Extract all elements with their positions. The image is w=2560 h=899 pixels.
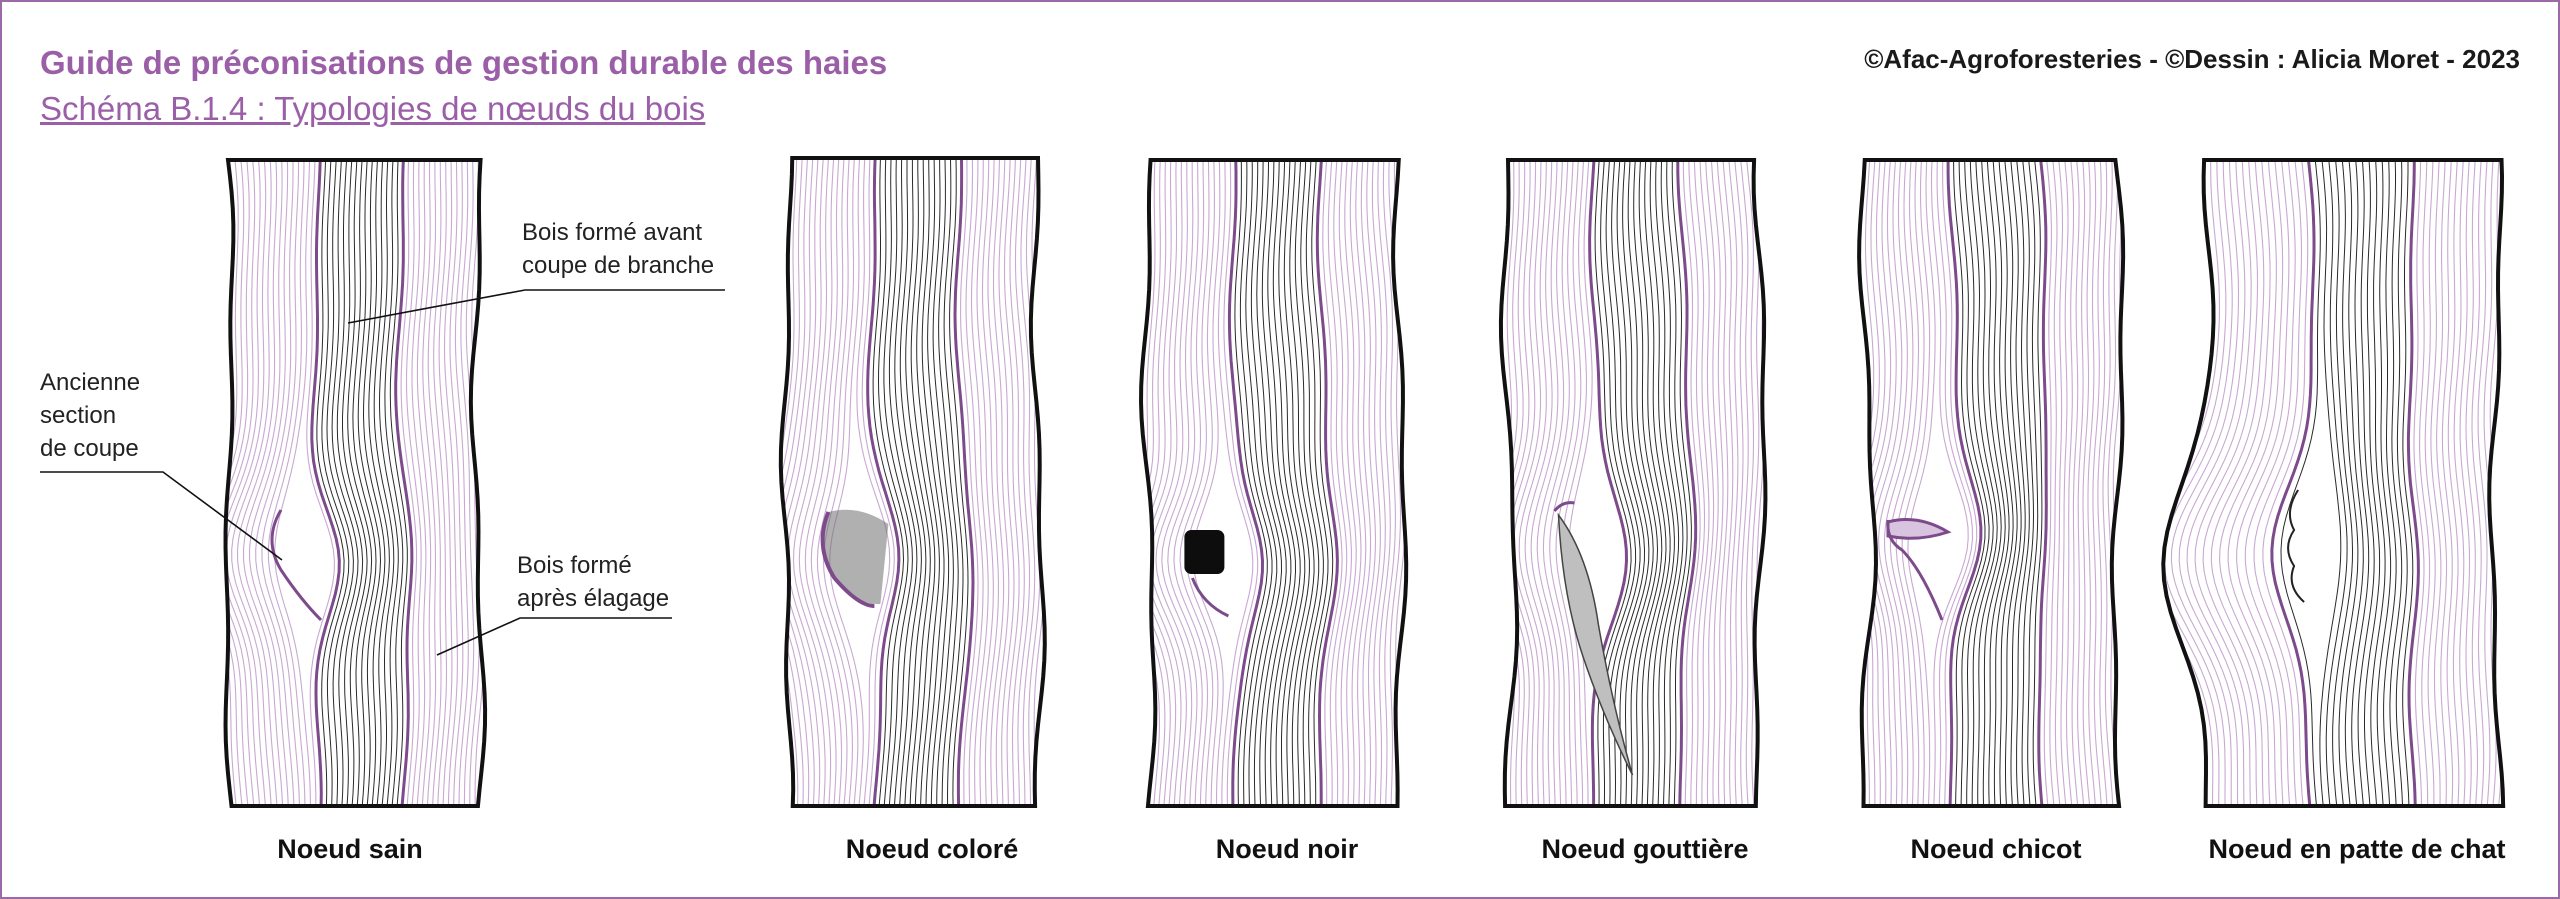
label-noeud-patte-de-chat: Noeud en patte de chat xyxy=(2208,834,2506,864)
page-subtitle: Schéma B.1.4 : Typologies de nœuds du bo… xyxy=(40,90,706,127)
plank-sain xyxy=(223,158,488,808)
label-noeud-noir: Noeud noir xyxy=(1215,834,1359,864)
plank-chicot xyxy=(1857,158,2126,808)
plank-colore xyxy=(778,156,1047,808)
callout-after-pruning-line-1: Bois formé xyxy=(517,552,632,579)
callout-after-pruning-line-2: après élagage xyxy=(517,585,670,612)
leader-old-cut xyxy=(40,471,283,561)
callout-before-cut-line-2: coupe de branche xyxy=(522,252,715,279)
plank-gouttiere xyxy=(1498,158,1768,808)
page-title: Guide de préconisations de gestion durab… xyxy=(40,44,888,81)
label-noeud-chicot: Noeud chicot xyxy=(1910,834,2082,864)
leader-before-cut xyxy=(347,289,725,324)
callout-before-cut-line-1: Bois formé avant xyxy=(522,219,703,246)
credit-line: ©Afac-Agroforesteries - ©Dessin : Alicia… xyxy=(1864,44,2520,74)
callout-after-pruning: Bois formé après élagage xyxy=(517,549,669,615)
leader-after-pruning xyxy=(436,617,672,656)
label-noeud-gouttiere: Noeud gouttière xyxy=(1541,834,1749,864)
callout-old-cut-line-1: Ancienne xyxy=(40,369,141,396)
plank-patte xyxy=(2161,158,2506,808)
label-noeud-colore: Noeud coloré xyxy=(845,834,1019,864)
callout-old-cut-line-3: de coupe xyxy=(40,435,139,462)
plank-noir xyxy=(1139,158,1409,808)
callout-before-cut: Bois formé avant coupe de branche xyxy=(522,216,714,282)
callout-old-cut: Ancienne section de coupe xyxy=(40,366,140,465)
label-noeud-sain: Noeud sain xyxy=(277,834,423,864)
callout-old-cut-line-2: section xyxy=(40,402,117,429)
